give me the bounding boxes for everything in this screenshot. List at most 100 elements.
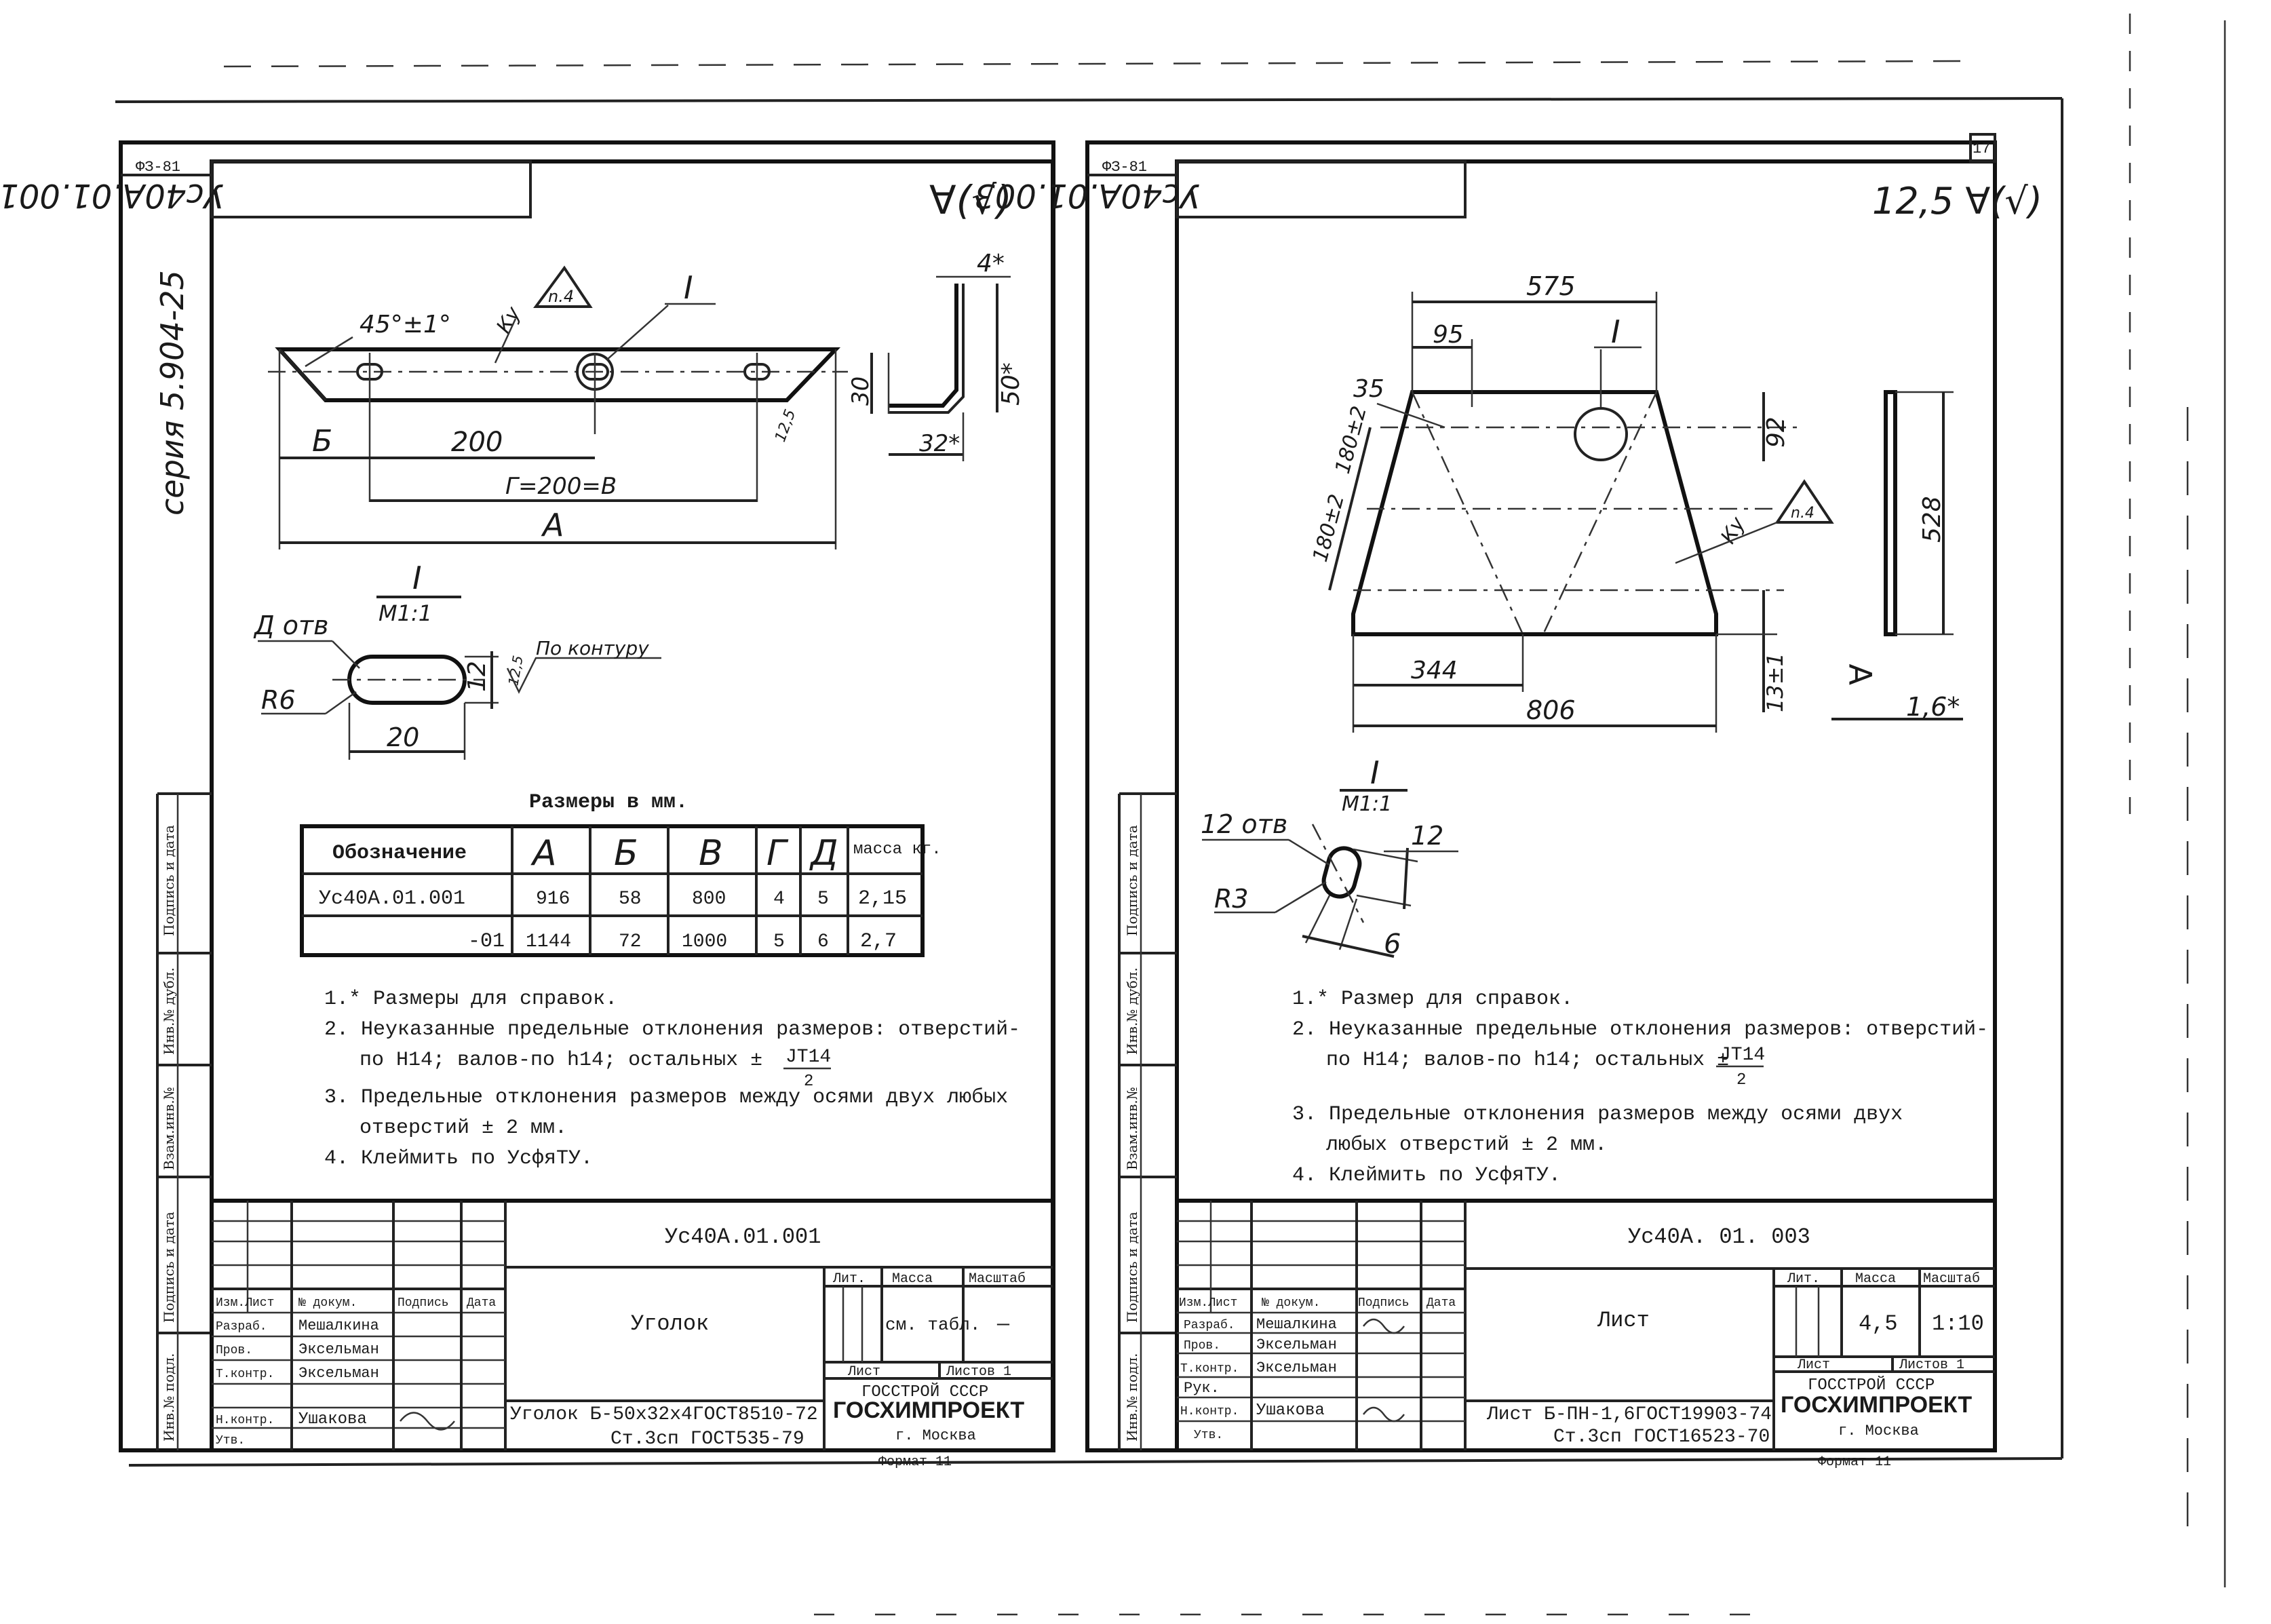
left-tb-mass-val: см. табл. bbox=[885, 1315, 980, 1335]
right-dim-575: 575 bbox=[1526, 271, 1576, 301]
left-note-tol-top: JT14 bbox=[785, 1047, 831, 1068]
left-tb-scale: Масштаб bbox=[969, 1271, 1026, 1287]
left-table-caption: Размеры в мм. bbox=[529, 791, 688, 814]
right-tb-row-6: Утв. bbox=[1194, 1429, 1223, 1442]
right-rough-side: ∀ bbox=[1843, 663, 1880, 685]
left-table-header-3: В bbox=[699, 833, 723, 874]
left-format-top: ФЗ-81 bbox=[136, 159, 180, 176]
left-tb-name-5: Ушакова bbox=[298, 1410, 367, 1429]
left-detail-scale: М1:1 bbox=[378, 600, 432, 626]
left-table-header-0: Обозначение bbox=[332, 842, 467, 865]
left-row1-cell5: 6 bbox=[817, 931, 829, 952]
right-tb-name-2: Эксельман bbox=[1256, 1336, 1337, 1353]
left-table-header-6: масса кг. bbox=[853, 840, 942, 859]
left-tb-scale-val: — bbox=[996, 1313, 1010, 1336]
left-main-view: Б 200 Г=200=В А 45°±1° Ку n.4 I 12,5 30 … bbox=[268, 250, 1025, 549]
right-tb-name-5: Ушакова bbox=[1256, 1401, 1325, 1420]
left-sheet: ФЗ-81 Ус40А.01.001 ∀(√) серия 5.904-25 П… bbox=[0, 140, 1055, 1470]
left-tb-name-2: Эксельман bbox=[298, 1341, 379, 1358]
left-detail-ref: I bbox=[684, 269, 693, 306]
left-row0-cell3: 800 bbox=[692, 889, 726, 910]
right-side-label-0: Подпись и дата bbox=[1124, 825, 1140, 936]
right-tb-org3: г. Москва bbox=[1838, 1423, 1919, 1439]
left-row0-cell5: 5 bbox=[817, 889, 829, 910]
right-tb-row-0: Изм.Лист bbox=[1179, 1296, 1237, 1310]
right-detail-ref: I bbox=[1611, 313, 1620, 350]
left-tb-org2: ГОСХИМПРОЕКТ bbox=[833, 1397, 1024, 1423]
right-sheet-number: 17 bbox=[1973, 140, 1990, 157]
left-dim-4: 4* bbox=[977, 250, 1005, 277]
left-side-strip: Подпись и дата Инв.№ дубл. Взам.инв.№ По… bbox=[156, 792, 212, 1450]
right-tb-material-1: Лист Б-ПН-1,6ГОСТ19903-74 bbox=[1486, 1404, 1772, 1425]
left-dims-table: Размеры в мм. Обозначение А Б В Г Д масс… bbox=[300, 791, 942, 957]
right-tb-scale: Масштаб bbox=[1923, 1271, 1980, 1287]
right-dim-528: 528 bbox=[1918, 496, 1946, 543]
left-table-header-4: Г bbox=[766, 833, 789, 874]
left-tb-name-0: № докум. bbox=[298, 1296, 357, 1310]
left-note-0: 1.* Размеры для справок. bbox=[324, 988, 617, 1011]
right-tb-scale-val: 1:10 bbox=[1932, 1311, 1984, 1336]
left-tb-row-1: Разраб. bbox=[216, 1319, 267, 1334]
left-detail-height: 12 bbox=[463, 661, 491, 692]
left-row0-cell2: 58 bbox=[619, 889, 642, 910]
left-notes: 1.* Размеры для справок. 2. Неуказанные … bbox=[324, 988, 1020, 1170]
left-dim-g-b: Г=200=В bbox=[505, 473, 617, 500]
left-dim-200: 200 bbox=[451, 427, 503, 458]
left-note-5: 4. Клеймить по УсфяТУ. bbox=[324, 1147, 593, 1170]
left-tb-code: Ус40А.01.001 bbox=[665, 1224, 821, 1250]
right-tb-row-4: Рук. bbox=[1184, 1380, 1220, 1397]
right-tb-mass: Масса bbox=[1855, 1271, 1896, 1287]
right-weld-tag: n.4 bbox=[1791, 505, 1814, 522]
right-detail-view: I М1:1 6 12 12 отв R3 bbox=[1201, 754, 1458, 960]
left-tb-row-6: Утв. bbox=[216, 1434, 245, 1448]
right-side-label-4: Инв.№ подл. bbox=[1124, 1353, 1140, 1442]
left-tb-row-3: Т.контр. bbox=[216, 1368, 274, 1381]
right-side-strip: Подпись и дата Инв.№ дубл. Взам.инв.№ По… bbox=[1118, 792, 1177, 1450]
left-side-label-2: Взам.инв.№ bbox=[161, 1087, 177, 1170]
right-dim-92: 92 bbox=[1762, 417, 1790, 448]
left-detail-radius: R6 bbox=[261, 685, 296, 715]
left-tb-sheet: Лист bbox=[847, 1364, 880, 1380]
left-row0-cell4: 4 bbox=[773, 889, 785, 910]
right-detail-title: I bbox=[1370, 754, 1380, 791]
left-roughness-12-5: 12,5 bbox=[772, 407, 799, 444]
left-row0-cell1: 916 bbox=[536, 889, 570, 910]
left-tb-material-1: Уголок Б-50х32х4ГОСТ8510-72 bbox=[510, 1404, 818, 1425]
left-tb-material-2: Ст.3сп ГОСТ535-79 bbox=[610, 1429, 804, 1450]
right-tb-name: Лист bbox=[1597, 1308, 1650, 1333]
scan-artifacts bbox=[115, 14, 2226, 1616]
left-tb-mass: Масса bbox=[892, 1271, 933, 1287]
left-dim-32: 32* bbox=[919, 430, 960, 457]
left-tb-sheets: Листов 1 bbox=[946, 1364, 1011, 1380]
left-tb-col-sign: Подпись bbox=[397, 1296, 449, 1310]
left-detail-contour: По контуру bbox=[536, 637, 649, 659]
left-dim-a: А bbox=[541, 507, 564, 543]
left-tb-name-3: Эксельман bbox=[298, 1365, 379, 1382]
right-side-label-2: Взам.инв.№ bbox=[1124, 1087, 1140, 1170]
right-note-3: 3. Предельные отклонения размеров между … bbox=[1292, 1103, 1903, 1126]
left-note-4: отверстий ± 2 мм. bbox=[360, 1117, 567, 1140]
right-tb-name-0: № докум. bbox=[1262, 1296, 1320, 1310]
left-row1-cell6: 2,7 bbox=[860, 930, 897, 953]
right-tb-row-3: Т.контр. bbox=[1180, 1362, 1239, 1376]
right-detail-holes: 12 отв bbox=[1201, 809, 1287, 839]
left-tb-org3: г. Москва bbox=[895, 1427, 976, 1444]
right-tb-material-2: Ст.3сп ГОСТ16523-70 bbox=[1553, 1427, 1770, 1448]
left-side-label-3: Подпись и дата bbox=[161, 1212, 177, 1323]
left-tb-format: Формат 11 bbox=[878, 1454, 952, 1470]
left-row1-cell4: 5 bbox=[773, 931, 785, 952]
left-row1-cell3: 1000 bbox=[682, 931, 727, 952]
right-dim-35: 35 bbox=[1353, 375, 1384, 403]
left-side-label-1: Инв.№ дубл. bbox=[161, 967, 177, 1055]
right-tb-code: Ус40А. 01. 003 bbox=[1628, 1224, 1810, 1250]
right-tb-mass-val: 4,5 bbox=[1859, 1311, 1898, 1336]
left-tb-row-2: Пров. bbox=[216, 1344, 252, 1357]
left-row0-cell6: 2,15 bbox=[858, 887, 907, 910]
right-dim-180b: 180±2 bbox=[1308, 492, 1349, 564]
left-side-label-4: Инв.№ подл. bbox=[161, 1353, 177, 1442]
right-tb-format: Формат 11 bbox=[1818, 1454, 1891, 1470]
right-tb-row-5: Н.контр. bbox=[1180, 1405, 1239, 1418]
right-note-4: любых отверстий ± 2 мм. bbox=[1326, 1134, 1607, 1157]
left-detail-width: 20 bbox=[387, 722, 419, 752]
left-tb-row-5: Н.контр. bbox=[216, 1414, 274, 1427]
